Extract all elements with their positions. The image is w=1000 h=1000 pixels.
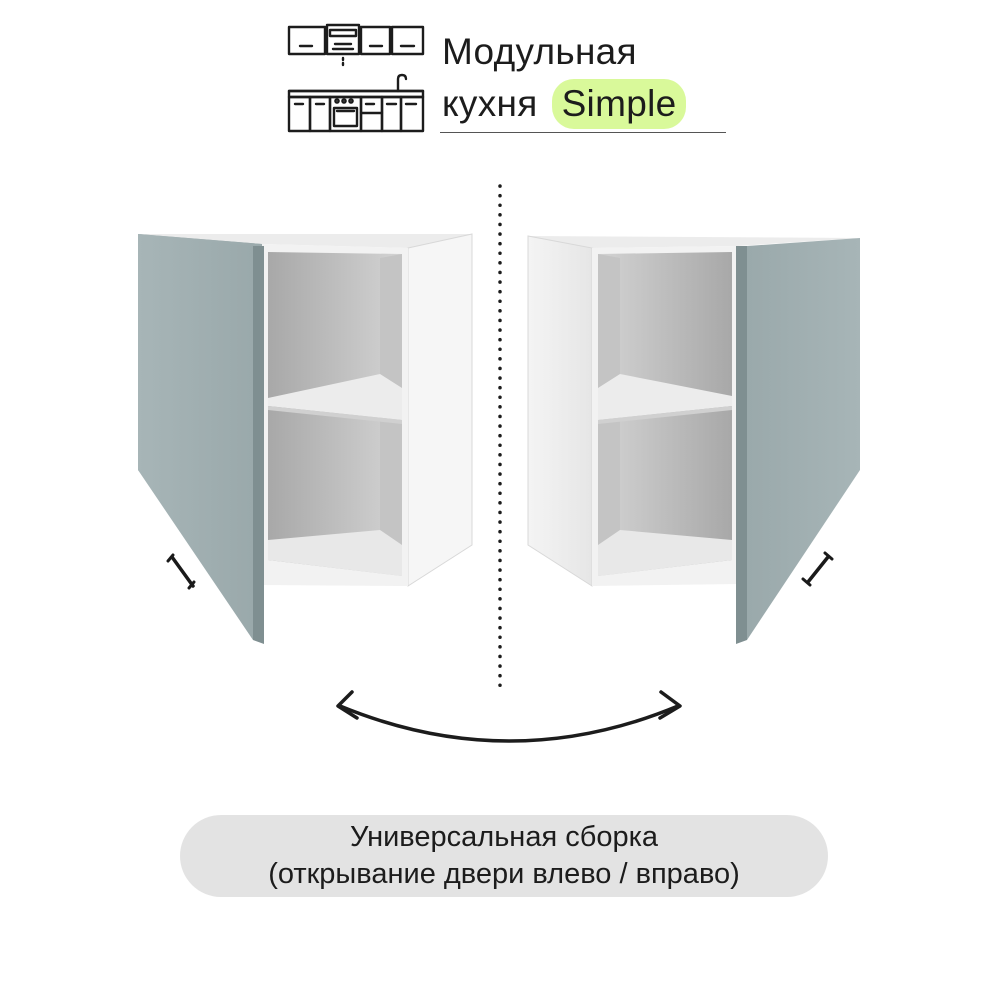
brand-word-kitchen: кухня bbox=[442, 83, 538, 124]
cabinet-right-door-open bbox=[527, 235, 860, 644]
brand-title-line1: Модульная bbox=[442, 31, 637, 72]
brand-badge-simple: Simple bbox=[551, 79, 687, 129]
brand-title-line2: кухня Simple bbox=[442, 79, 687, 129]
brand-underline bbox=[440, 132, 726, 133]
door-handle bbox=[801, 551, 834, 587]
double-headed-curved-arrow-icon bbox=[336, 690, 682, 743]
caption-line2: (открывание двери влево / вправо) bbox=[268, 858, 740, 890]
door-handle bbox=[166, 553, 196, 590]
kitchen-set-outline-icon bbox=[287, 23, 425, 133]
caption-line1: Универсальная сборка bbox=[349, 821, 659, 853]
cabinet-left-door-open bbox=[138, 233, 473, 644]
caption-pill: Универсальная сборка (открывание двери в… bbox=[180, 815, 828, 897]
